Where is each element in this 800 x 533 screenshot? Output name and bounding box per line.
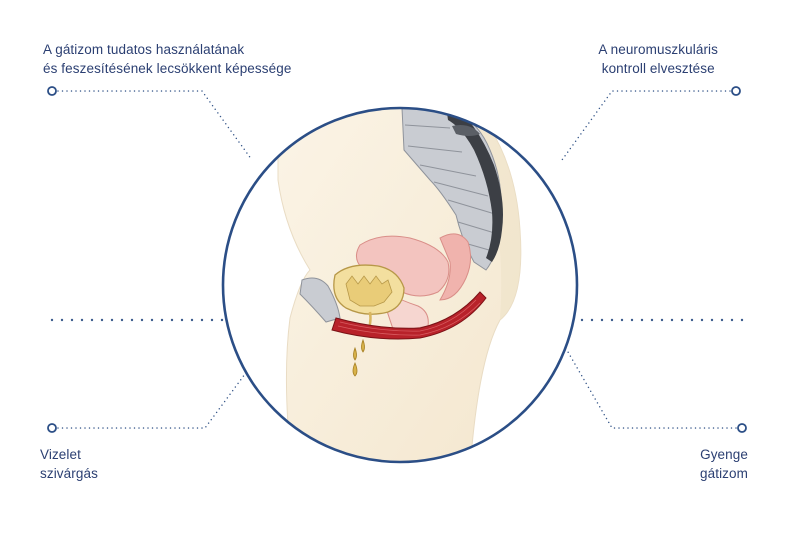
- ovary: [439, 233, 472, 301]
- leader-bottom-right: [567, 351, 737, 429]
- urine-drops: [352, 338, 365, 377]
- pelvic-floor-muscle: [331, 291, 487, 340]
- label-top-right-line-2: kontroll elvesztése: [601, 61, 715, 76]
- ring-node-icon: [731, 86, 741, 96]
- leader-bottom-left: [57, 369, 249, 429]
- label-top-left-line-1: A gátizom tudatos használatának: [43, 42, 245, 57]
- label-top-right: A neuromuszkuláris kontroll elvesztése: [598, 40, 718, 78]
- urine-drop-icon: [352, 362, 358, 377]
- label-bottom-right-line-2: gátizom: [700, 466, 748, 481]
- anatomy-illustration: [223, 108, 577, 462]
- ring-node-icon: [737, 423, 747, 433]
- ring-nodes: [47, 86, 747, 433]
- label-top-left: A gátizom tudatos használatának és fesze…: [43, 40, 291, 78]
- leader-lines: [57, 90, 737, 429]
- ring-node-icon: [47, 423, 57, 433]
- label-top-left-line-2: és feszesítésének lecsökkent képessége: [43, 61, 292, 76]
- spinal-canal: [446, 108, 503, 262]
- label-top-right-line-1: A neuromuszkuláris: [598, 42, 718, 57]
- urine-drop-icon: [361, 338, 365, 353]
- label-bottom-left-line-2: szivárgás: [40, 466, 98, 481]
- leader-top-left: [57, 90, 253, 161]
- label-bottom-right: Gyenge gátizom: [700, 445, 748, 483]
- pubic-bone: [299, 277, 341, 323]
- label-bottom-left: Vizelet szivárgás: [40, 445, 98, 483]
- label-bottom-left-line-1: Vizelet: [40, 447, 81, 462]
- diagram-circle-ring: [221, 106, 579, 464]
- ring-node-icon: [47, 86, 57, 96]
- urine-drop-icon: [353, 346, 357, 361]
- leader-top-right: [561, 90, 731, 161]
- label-bottom-right-line-1: Gyenge: [700, 447, 748, 462]
